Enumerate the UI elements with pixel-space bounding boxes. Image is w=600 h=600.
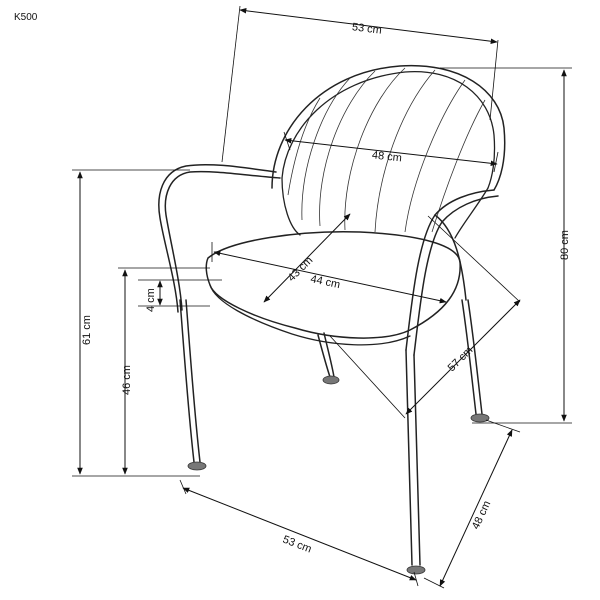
foot-glide-back-right <box>470 413 490 423</box>
label-depth-bottom: 48 cm <box>470 499 494 531</box>
foot-glide-back-left <box>322 375 340 385</box>
label-height-total: 80 cm <box>559 230 571 260</box>
label-width-top: 53 cm <box>351 21 382 37</box>
label-backrest-width: 48 cm <box>371 149 402 164</box>
foot-glide-front-right <box>406 565 426 575</box>
label-seat-height: 46 cm <box>121 365 133 395</box>
model-label: K500 <box>14 12 38 23</box>
label-armrest-height: 61 cm <box>81 315 93 345</box>
foot-glide-front-left <box>187 461 207 471</box>
label-seat-width: 44 cm <box>309 273 341 291</box>
label-width-bottom: 53 cm <box>281 534 313 556</box>
dimension-lines <box>72 5 572 589</box>
label-cushion-thickness: 4 cm <box>145 288 157 312</box>
dimension-labels: 53 cm 48 cm 80 cm 43 cm 44 cm 4 cm 61 cm… <box>81 21 571 555</box>
chair-illustration <box>158 64 506 575</box>
